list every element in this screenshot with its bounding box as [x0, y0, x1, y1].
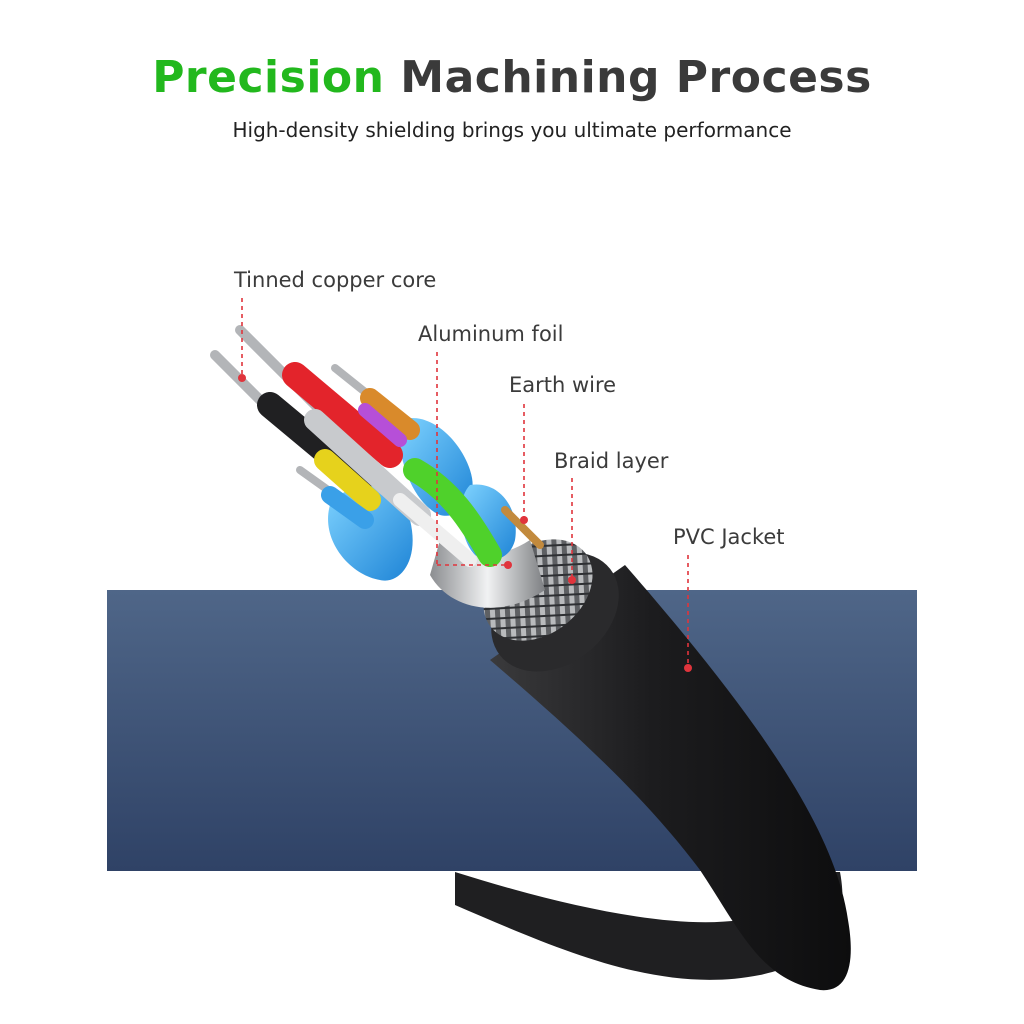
label-aluminum-foil: Aluminum foil	[418, 322, 564, 346]
dot-earth-wire	[520, 516, 528, 524]
page-subtitle: High-density shielding brings you ultima…	[232, 118, 792, 142]
dot-braid-layer	[568, 576, 576, 584]
dot-pvc-jacket	[684, 664, 692, 672]
label-pvc-jacket: PVC Jacket	[673, 525, 785, 549]
dot-copper-core	[238, 374, 246, 382]
cable-loop	[455, 872, 843, 980]
title-accent: Precision	[152, 52, 385, 103]
label-copper-core: Tinned copper core	[234, 268, 437, 292]
title-rest: Machining Process	[400, 52, 872, 103]
callout-dots	[238, 374, 692, 672]
label-earth-wire: Earth wire	[509, 373, 617, 397]
conductors	[210, 325, 544, 567]
dot-aluminum-foil	[504, 561, 512, 569]
callout-leaders	[241, 298, 689, 668]
pvc-jacket-body	[490, 565, 851, 991]
label-braid-layer: Braid layer	[554, 449, 669, 473]
page-title: Precision Machining Process	[0, 52, 1024, 103]
